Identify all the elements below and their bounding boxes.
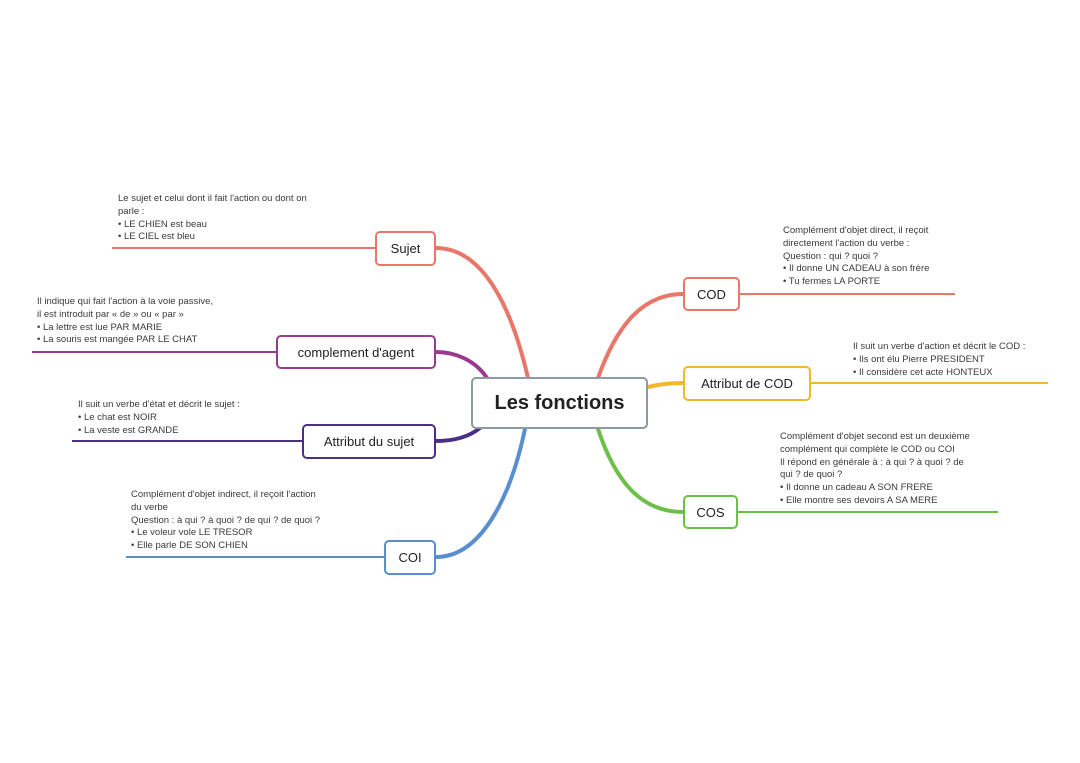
note-attribut-cod: Il suit un verbe d'action et décrit le C… [853,341,1025,379]
note-line: Complément d'objet indirect, il reçoit l… [131,489,316,500]
note-line: • Tu fermes LA PORTE [783,276,881,288]
note-line: directement l'action du verbe : [783,237,910,249]
connector-attribut-cod [646,381,685,389]
note-line: Il suit un verbe d'état et décrit le suj… [78,399,240,410]
topic-attribut-sujet-label: Attribut du sujet [323,434,415,449]
note-line: Complément d'objet second est un deuxièm… [780,431,970,442]
connector-complement-agent [434,350,489,380]
topic-complement-agent[interactable]: complement d'agent [276,335,436,369]
central-topic-label: Les fonctions [494,391,625,414]
note-line: Complément d'objet direct, il reçoit [783,225,929,236]
note-line: • La veste est GRANDE [78,424,179,436]
note-line: • Le voleur vole LE TRESOR [131,527,253,539]
central-topic[interactable]: Les fonctions [471,377,648,429]
connector-cod [596,292,685,380]
note-line: • La souris est mangée PAR LE CHAT [37,334,198,346]
note-line: • LE CIEL est bleu [118,231,195,243]
note-line: Question : à qui ? à quoi ? de qui ? de … [131,514,321,526]
note-line: • Il donne UN CADEAU à son frère [783,263,930,275]
topic-attribut-cod[interactable]: Attribut de COD [683,366,811,401]
note-line: qui ? de quoi ? [780,469,843,481]
note-line: • Elle montre ses devoirs A SA MERE [780,494,938,506]
note-line: Il répond en générale à : à qui ? à quoi… [780,456,964,468]
note-coi: Complément d'objet indirect, il reçoit l… [131,489,320,553]
note-line: du verbe [131,501,168,513]
topic-cod-label: COD [697,286,726,302]
note-line: Question : qui ? quoi ? [783,250,879,262]
connector-sujet [434,246,530,380]
note-line: complément qui complète le COD ou COI [780,443,955,455]
note-cos: Complément d'objet second est un deuxièm… [780,431,970,508]
connector-coi [434,427,527,559]
topic-cos[interactable]: COS [683,495,738,529]
topic-sujet[interactable]: Sujet [375,231,436,266]
topic-attribut-cod-label: Attribut de COD [701,376,793,391]
note-attribut-sujet: Il suit un verbe d'état et décrit le suj… [78,399,240,437]
connector-cos [596,427,685,514]
connector-attribut-sujet [434,426,482,443]
note-line: • Il considère cet acte HONTEUX [853,366,993,378]
note-line: parle : [118,205,145,217]
topic-attribut-sujet[interactable]: Attribut du sujet [302,424,436,459]
topic-sujet-label: Sujet [390,241,421,256]
note-line: Le sujet et celui dont il fait l'action … [118,193,307,204]
note-line: • Ils ont élu Pierre PRESIDENT [853,353,985,365]
topic-cod[interactable]: COD [683,277,740,311]
note-line: Il indique qui fait l'action à la voie p… [37,296,214,307]
topic-coi-label: COI [398,550,422,565]
note-sujet: Le sujet et celui dont il fait l'action … [118,193,307,244]
topic-coi[interactable]: COI [384,540,436,575]
note-complement-agent: Il indique qui fait l'action à la voie p… [37,296,213,347]
note-line: • Le chat est NOIR [78,411,157,423]
note-line: • La lettre est lue PAR MARIE [37,321,163,333]
note-line: il est introduit par « de » ou « par » [37,308,184,320]
note-line: • Elle parle DE SON CHIEN [131,540,248,552]
topic-cos-label: COS [696,504,725,520]
topic-complement-agent-label: complement d'agent [297,344,415,360]
note-line: • Il donne un cadeau A SON FRERE [780,482,933,494]
note-line: Il suit un verbe d'action et décrit le C… [853,341,1026,352]
note-line: • LE CHIEN est beau [118,218,207,230]
